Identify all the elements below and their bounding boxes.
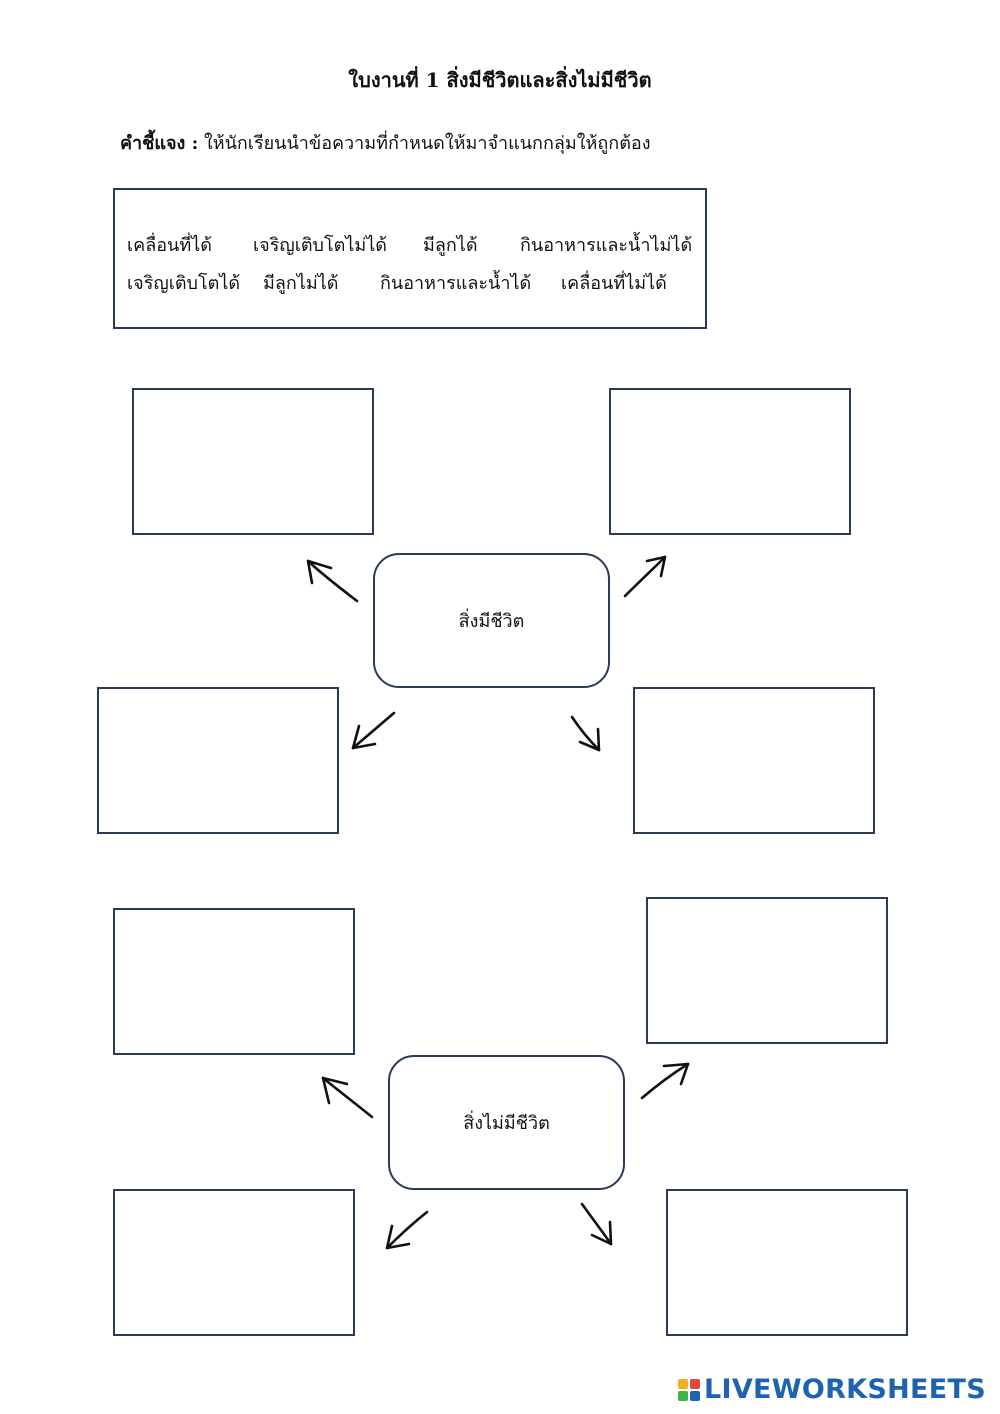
word-bank-item: มีลูกไม่ได้ xyxy=(263,273,339,294)
answer-box-living-top-left[interactable] xyxy=(132,388,374,535)
worksheet-title: ใบงานที่ 1 สิ่งมีชีวิตและสิ่งไม่มีชีวิต xyxy=(348,68,652,92)
answer-box-nonliving-top-right[interactable] xyxy=(646,897,888,1044)
center-label-living: สิ่งมีชีวิต xyxy=(458,611,525,632)
answer-box-living-top-right[interactable] xyxy=(609,388,851,535)
center-node-nonliving: สิ่งไม่มีชีวิต xyxy=(388,1055,625,1190)
arrow-nonliving-bottom-right xyxy=(580,1202,613,1246)
arrow-nonliving-top-left xyxy=(321,1076,374,1119)
answer-box-living-bottom-left[interactable] xyxy=(97,687,339,834)
answer-box-nonliving-top-left[interactable] xyxy=(113,908,355,1055)
arrow-living-top-right xyxy=(623,555,667,598)
word-bank-item: เคลื่อนที่ได้ xyxy=(127,235,212,256)
instruction-label: คำชี้แจง : xyxy=(120,133,199,154)
word-bank: เคลื่อนที่ได้ เจริญเติบโตไม่ได้ มีลูกได้… xyxy=(113,188,707,329)
instruction-text: ให้นักเรียนนำข้อความที่กำหนดให้มาจำแนกกล… xyxy=(203,133,651,154)
arrow-living-top-left xyxy=(306,559,359,603)
word-bank-item: กินอาหารและน้ำไม่ได้ xyxy=(520,235,693,256)
word-bank-item: เจริญเติบโตไม่ได้ xyxy=(253,235,387,256)
answer-box-nonliving-bottom-left[interactable] xyxy=(113,1189,355,1336)
word-bank-item: เคลื่อนที่ไม่ได้ xyxy=(561,273,667,294)
center-label-nonliving: สิ่งไม่มีชีวิต xyxy=(463,1113,550,1134)
logo-text: LIVEWORKSHEETS xyxy=(703,1374,986,1405)
word-bank-item: กินอาหารและน้ำได้ xyxy=(380,273,532,294)
arrow-living-bottom-left xyxy=(351,711,396,750)
center-node-living: สิ่งมีชีวิต xyxy=(373,553,610,688)
answer-box-living-bottom-right[interactable] xyxy=(633,687,875,834)
instruction: คำชี้แจง : ให้นักเรียนนำข้อความที่กำหนดใ… xyxy=(120,128,650,157)
arrow-living-bottom-right xyxy=(570,715,601,752)
word-bank-item: มีลูกได้ xyxy=(423,235,478,256)
word-bank-item: เจริญเติบโตได้ xyxy=(127,273,241,294)
liveworksheets-logo: LIVEWORKSHEETS xyxy=(677,1374,986,1405)
answer-box-nonliving-bottom-right[interactable] xyxy=(666,1189,908,1336)
logo-mark-icon xyxy=(677,1378,700,1401)
arrow-nonliving-top-right xyxy=(640,1062,690,1100)
arrow-nonliving-bottom-left xyxy=(385,1210,429,1250)
